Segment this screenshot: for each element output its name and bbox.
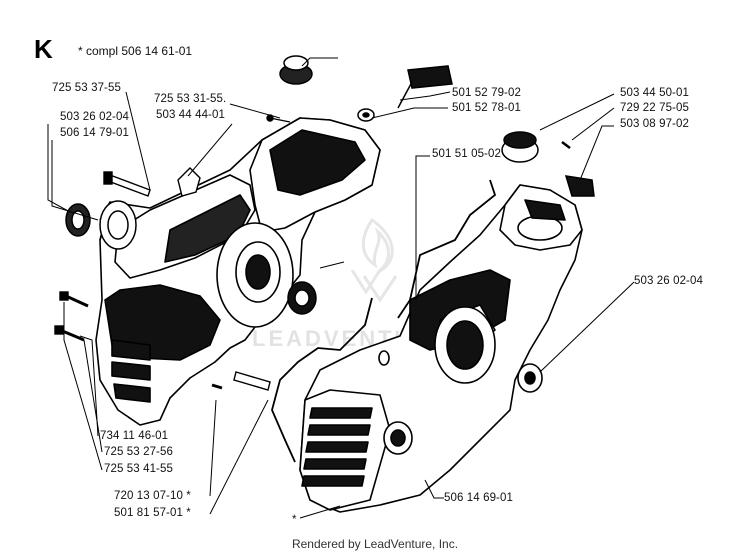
part-label-503260204-right: 503 26 02-04 — [634, 275, 703, 287]
part-label-725532756: 725 53 27-56 — [104, 446, 173, 458]
part-label-501527902: 501 52 79-02 — [452, 87, 521, 99]
watermark-logo — [350, 217, 398, 303]
part-label-725533155: 725 53 31-55. — [154, 93, 227, 105]
star-marker: * — [292, 514, 297, 526]
part-label-501510502: 501 51 05-02 — [432, 148, 501, 160]
part-label-734114601: 734 11 46-01 — [100, 430, 169, 442]
part-label-503260204-left: 503 26 02-04 — [60, 111, 129, 123]
part-label-503444401: 503 44 44-01 — [156, 109, 225, 121]
part-label-501815701: 501 81 57-01 * — [114, 507, 191, 519]
footer-credit: Rendered by LeadVenture, Inc. — [291, 537, 459, 551]
right-crankcase-half — [299, 184, 583, 513]
part-label-725533755: 725 53 37-55 — [52, 82, 121, 94]
part-label-503089702: 503 08 97-02 — [620, 118, 689, 130]
part-label-720130710: 720 13 07-10 * — [114, 490, 191, 502]
part-label-501527801: 501 52 78-01 — [452, 102, 521, 114]
part-label-503445001: 503 44 50-01 — [620, 87, 689, 99]
section-letter: K — [34, 34, 53, 64]
compl-note: * compl 506 14 61-01 — [78, 44, 193, 58]
left-crankcase-half — [95, 117, 381, 426]
part-label-729227505: 729 22 75-05 — [620, 102, 689, 114]
part-label-506146901: 506 14 69-01 — [444, 492, 513, 504]
part-label-506147901: 506 14 79-01 — [60, 127, 129, 139]
part-label-725534155: 725 53 41-55 — [104, 463, 173, 475]
leader-lines — [47, 57, 635, 519]
top-small-parts — [279, 55, 595, 197]
bearing — [287, 281, 317, 315]
